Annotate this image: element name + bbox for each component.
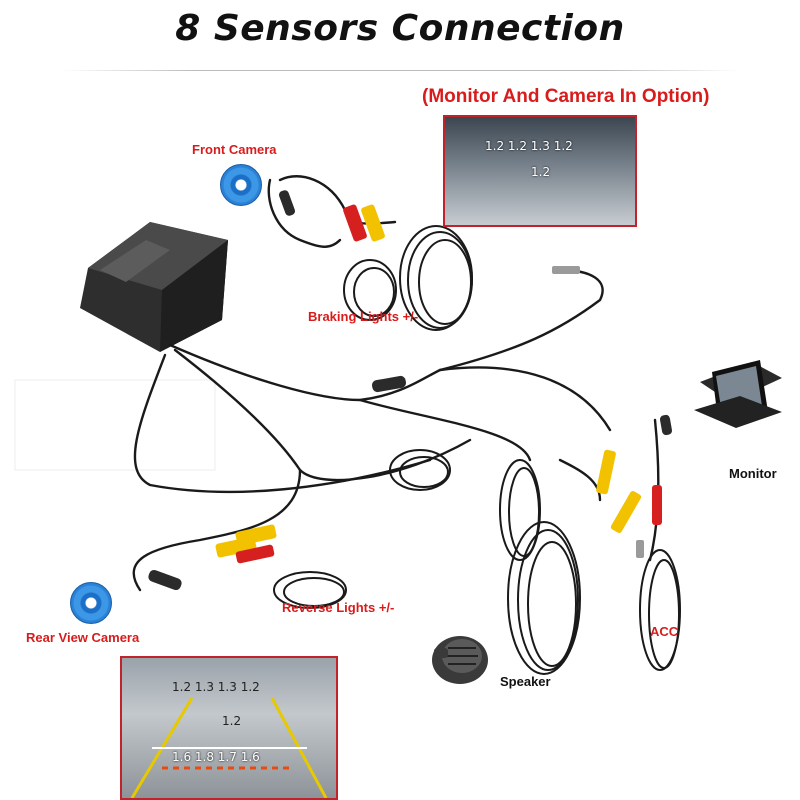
rear-distance-row2: 1.2 [222,714,242,728]
rear-view-camera-label: Rear View Camera [26,630,140,645]
acc-label: ACC [650,624,679,639]
inline-fuse [148,190,673,591]
monitor-device [694,360,782,428]
rear-distance-row3: 1.6 1.8 1.7 1.6 [172,750,260,764]
rca-connectors [215,204,662,564]
braking-lights-label: Braking Lights +/- [308,309,419,324]
speaker-label: Speaker [500,674,551,689]
front-camera-icon [220,164,262,206]
control-unit-box [80,222,228,352]
reverse-lights-label: Reverse Lights +/- [282,600,395,615]
title-divider [60,70,740,71]
front-distance-row1: 1.2 1.2 1.3 1.2 [485,139,573,153]
rear-camera-icon [70,582,112,624]
speaker-device [432,636,488,684]
option-note: (Monitor And Camera In Option) [422,86,710,107]
page-title: 8 Sensors Connection [175,8,625,49]
connector-pins [552,266,644,558]
monitor-preview-photo: 1.2 1.2 1.3 1.2 1.2 [443,115,637,227]
rear-distance-row1: 1.2 1.3 1.3 1.2 [172,680,260,694]
rear-view-camera-photo: 1.2 1.3 1.3 1.2 1.2 1.6 1.8 1.7 1.6 [120,656,338,800]
parking-guide-lines [130,697,328,798]
background-box [14,379,216,471]
coiled-cable [273,225,681,675]
front-camera-label: Front Camera [192,142,277,157]
monitor-label: Monitor [729,466,777,481]
front-distance-row2: 1.2 [531,165,551,179]
